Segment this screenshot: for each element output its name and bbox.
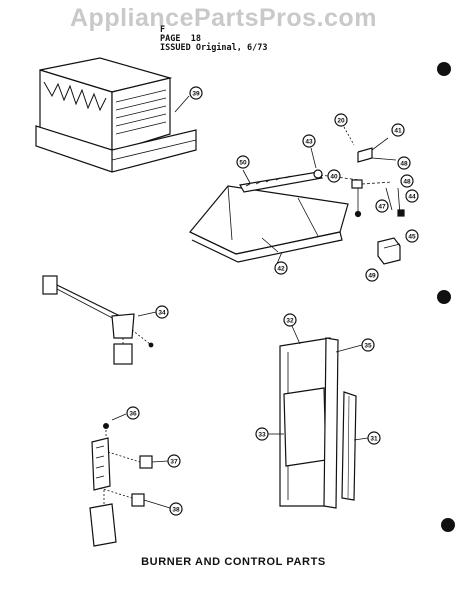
page-label: PAGE <box>160 34 181 44</box>
callout-36 <box>126 406 140 420</box>
binder-hole-bottom <box>441 518 455 532</box>
callout-47 <box>375 199 389 213</box>
watermark-text: AppliancePartsPros.com <box>70 4 377 32</box>
header-top-line: F <box>160 25 166 35</box>
label-20: 20 <box>337 117 345 124</box>
callout-48b <box>400 174 414 188</box>
pilot-assembly <box>42 275 169 365</box>
label-47: 47 <box>378 203 386 210</box>
burner-box-assembly <box>35 57 203 173</box>
valve-fittings <box>351 174 419 282</box>
label-45: 45 <box>408 233 416 240</box>
callout-41 <box>391 123 405 137</box>
binder-hole-middle <box>437 290 451 304</box>
label-39: 39 <box>192 90 200 97</box>
label-38: 38 <box>172 506 180 513</box>
callout-45 <box>405 229 419 243</box>
label-40: 40 <box>330 173 338 180</box>
label-31: 31 <box>370 435 378 442</box>
label-35: 35 <box>364 342 372 349</box>
label-36: 36 <box>129 410 137 417</box>
label-32: 32 <box>286 317 294 324</box>
vent-hood-panels <box>255 313 381 509</box>
label-34: 34 <box>158 309 166 316</box>
label-48a: 48 <box>400 160 408 167</box>
callout-40 <box>327 169 341 183</box>
burner-tube <box>236 155 361 193</box>
label-33: 33 <box>258 431 266 438</box>
control-bracket-group <box>89 406 183 547</box>
label-43: 43 <box>305 138 313 145</box>
label-37: 37 <box>170 458 178 465</box>
burner-frame <box>189 185 349 275</box>
issued-value: Original, 6/73 <box>195 43 268 53</box>
label-42: 42 <box>277 265 285 272</box>
callout-50 <box>236 155 250 169</box>
callout-32 <box>283 313 297 327</box>
callout-43 <box>302 134 316 148</box>
pilot-components <box>334 113 411 170</box>
callout-42 <box>274 261 288 275</box>
diagram-caption: BURNER AND CONTROL PARTS <box>141 556 326 568</box>
binder-hole-top <box>437 62 451 76</box>
header-issued-line: ISSUED Original, 6/73 <box>160 43 268 53</box>
page-number: 18 <box>190 34 201 44</box>
gas-valve-orifice <box>302 134 341 183</box>
callout-44 <box>405 189 419 203</box>
callout-34 <box>155 305 169 319</box>
label-49: 49 <box>368 272 376 279</box>
issued-label: ISSUED <box>160 43 191 53</box>
label-48b: 48 <box>403 178 411 185</box>
label-44: 44 <box>408 193 416 200</box>
callout-49 <box>365 268 379 282</box>
callout-48a <box>397 156 411 170</box>
label-41: 41 <box>394 127 402 134</box>
label-50: 50 <box>239 159 247 166</box>
callout-20 <box>334 113 348 127</box>
callout-38 <box>169 502 183 516</box>
callout-39 <box>189 86 203 100</box>
header-page-line: PAGE 18 <box>160 34 201 44</box>
